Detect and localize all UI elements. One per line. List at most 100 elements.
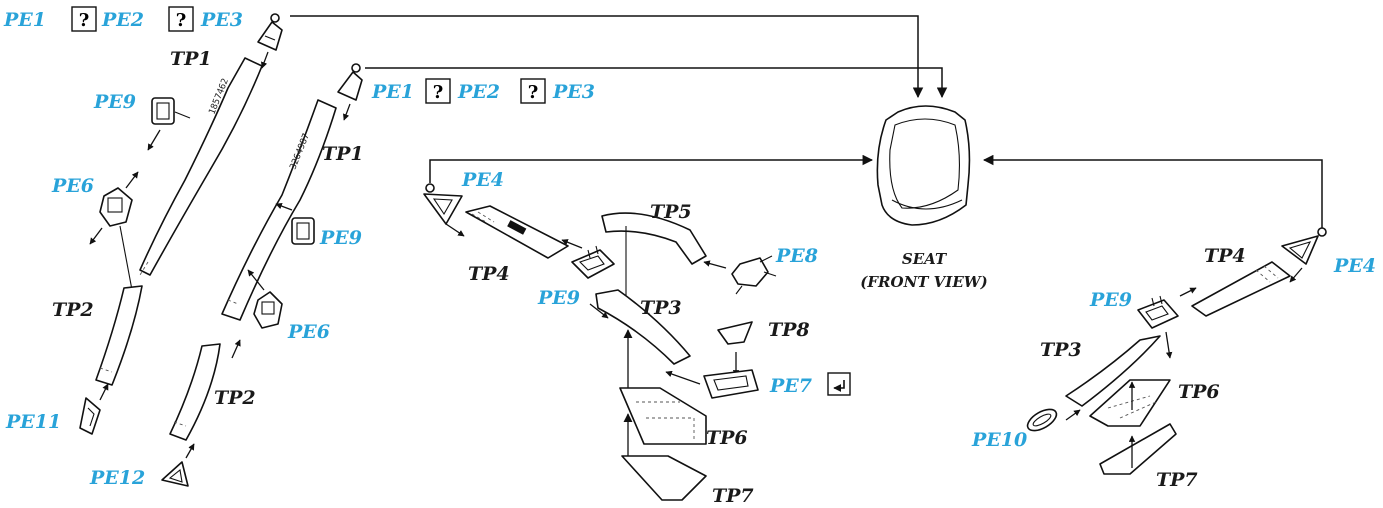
direction-arrow bbox=[1165, 331, 1173, 359]
webbing-strap bbox=[139, 57, 263, 276]
stitching bbox=[99, 367, 113, 373]
label-tp6: TP6 bbox=[1178, 381, 1220, 403]
flow-line-right-group bbox=[982, 154, 1323, 228]
direction-arrow bbox=[343, 103, 351, 121]
short-strap bbox=[1065, 335, 1161, 407]
stitching bbox=[173, 421, 187, 427]
stitching bbox=[1107, 395, 1157, 419]
label-pe9: PE9 bbox=[93, 91, 136, 113]
label-tp5: TP5 bbox=[650, 201, 692, 223]
short-strap bbox=[95, 285, 143, 386]
unknown-box bbox=[425, 78, 451, 104]
long-strap bbox=[465, 205, 569, 259]
anchor-fitting-icon bbox=[257, 13, 283, 51]
left-belt-group: PE1 ? PE2 ? PE3 1857462 TP1 PE9 bbox=[3, 6, 283, 435]
direction-arrow bbox=[589, 303, 609, 319]
seat-front-view: SEAT (FRONT VIEW) bbox=[860, 105, 988, 291]
label-pe4: PE4 bbox=[461, 169, 504, 191]
stitching bbox=[636, 401, 695, 442]
anchor-fitting-icon bbox=[337, 63, 363, 101]
slide-buckle-icon bbox=[571, 245, 615, 279]
label-tp2: TP2 bbox=[214, 387, 256, 409]
direction-arrow bbox=[125, 171, 139, 189]
d-ring-icon bbox=[161, 461, 189, 487]
direction-arrow bbox=[445, 223, 465, 237]
direction-arrow bbox=[703, 260, 727, 269]
direction-arrow bbox=[89, 227, 103, 245]
direction-arrow bbox=[261, 51, 269, 69]
label-pe6: PE6 bbox=[287, 321, 330, 343]
stitching bbox=[227, 299, 239, 305]
second-belt-group: PE1 ? PE2 ? PE3 3264987 TP1 PE9 PE6 TP2 bbox=[89, 63, 595, 489]
label-pe9: PE9 bbox=[1089, 289, 1132, 311]
clip-icon bbox=[291, 217, 315, 245]
label-pe2: PE2 bbox=[101, 9, 144, 31]
direction-arrow bbox=[231, 339, 241, 359]
label-tp6: TP6 bbox=[706, 427, 748, 449]
unknown-box-text: ? bbox=[176, 10, 187, 31]
flow-line-left-group bbox=[290, 15, 924, 99]
direction-arrow bbox=[1065, 409, 1081, 421]
label-pe9: PE9 bbox=[319, 227, 362, 249]
label-tp3: TP3 bbox=[640, 297, 682, 319]
label-pe11: PE11 bbox=[5, 411, 61, 433]
label-pe6: PE6 bbox=[51, 175, 94, 197]
flow-lines bbox=[290, 15, 1323, 228]
label-pe1: PE1 bbox=[3, 9, 46, 31]
seat-base-line bbox=[891, 199, 963, 210]
long-strap bbox=[1191, 261, 1291, 317]
center-belt-group: PE4 TP4 PE9 TP5 PE8 TP3 TP8 bbox=[423, 169, 851, 507]
oval-link-icon bbox=[1026, 408, 1058, 432]
small-pad bbox=[717, 321, 753, 345]
label-tp7: TP7 bbox=[1156, 469, 1198, 491]
unknown-box-text: ? bbox=[528, 82, 539, 103]
label-pe12: PE12 bbox=[89, 467, 145, 489]
direction-arrow bbox=[275, 203, 293, 211]
return-arrow-glyph bbox=[833, 380, 845, 392]
direction-arrow bbox=[185, 443, 195, 459]
seat-outline bbox=[876, 105, 971, 226]
slide-buckle-icon bbox=[1137, 295, 1179, 329]
label-pe3: PE3 bbox=[200, 9, 243, 31]
label-tp1: TP1 bbox=[170, 48, 212, 70]
base-pad bbox=[621, 455, 707, 501]
label-pe1: PE1 bbox=[371, 81, 414, 103]
leader-line bbox=[174, 111, 191, 119]
label-pe9: PE9 bbox=[537, 287, 580, 309]
padded-piece bbox=[619, 387, 707, 445]
label-tp8: TP8 bbox=[768, 319, 810, 341]
return-arrow-icon bbox=[827, 372, 851, 396]
direction-arrow bbox=[1289, 267, 1303, 283]
flow-line-center-group bbox=[429, 154, 874, 183]
seat-label-subtitle: (FRONT VIEW) bbox=[860, 273, 987, 291]
buckle-icon bbox=[99, 187, 133, 227]
unknown-box-text: ? bbox=[433, 82, 444, 103]
loop-buckle-icon bbox=[703, 369, 759, 399]
label-tag bbox=[507, 220, 527, 235]
clip-icon bbox=[151, 97, 175, 125]
d-ring-icon bbox=[79, 397, 101, 435]
label-tp2: TP2 bbox=[52, 299, 94, 321]
leader-line bbox=[119, 225, 133, 291]
direction-arrow bbox=[247, 269, 265, 291]
direction-arrow bbox=[561, 239, 583, 249]
padded-piece bbox=[1089, 379, 1171, 427]
direction-arrow bbox=[665, 370, 701, 385]
label-tp4: TP4 bbox=[468, 263, 510, 285]
unknown-box bbox=[71, 6, 97, 32]
label-tp3: TP3 bbox=[1040, 339, 1082, 361]
flow-line-second-group bbox=[365, 67, 948, 99]
label-tp1: TP1 bbox=[322, 143, 364, 165]
unknown-box bbox=[520, 78, 546, 104]
label-tp4: TP4 bbox=[1204, 245, 1246, 267]
direction-arrow bbox=[1179, 287, 1197, 297]
seat-cushion bbox=[889, 118, 960, 209]
direction-arrow bbox=[99, 383, 109, 401]
base-pad bbox=[1099, 423, 1177, 475]
stitching bbox=[139, 261, 149, 276]
label-pe7: PE7 bbox=[769, 375, 812, 397]
label-pe3: PE3 bbox=[552, 81, 595, 103]
buckle-icon bbox=[253, 291, 283, 329]
